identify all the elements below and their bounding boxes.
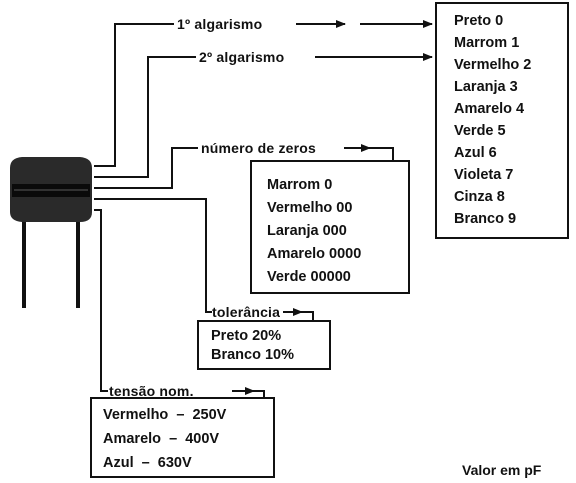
table-row: Vermelho – 250V: [103, 407, 227, 423]
unit-note: Valor em pF: [462, 462, 542, 478]
first-digit-line: [94, 23, 174, 167]
table-row: Violeta 7: [454, 167, 514, 183]
multiplier-table: Marrom 0 Vermelho 00 Laranja 000 Amarelo…: [250, 160, 410, 294]
first-digit-label: 1º algarismo: [177, 16, 263, 32]
tolerance-label: tolerância: [212, 304, 281, 320]
table-row: Vermelho 2: [454, 57, 532, 73]
voltage-table: Vermelho – 250V Amarelo – 400V Azul – 63…: [90, 397, 275, 478]
table-row: Azul – 630V: [103, 455, 192, 471]
multiplier-label: número de zeros: [201, 140, 317, 156]
table-row: Preto 20%: [211, 328, 282, 344]
voltage-line: [94, 209, 108, 392]
tolerance-table: Preto 20% Branco 10%: [197, 320, 331, 370]
table-row: Branco 9: [454, 211, 517, 227]
table-row: Marrom 0: [267, 177, 333, 193]
table-row: Branco 10%: [211, 347, 295, 363]
table-row: Marrom 1: [454, 35, 520, 51]
table-row: Amarelo – 400V: [103, 431, 220, 447]
table-row: Laranja 000: [267, 223, 347, 239]
table-row: Azul 6: [454, 145, 497, 161]
table-row: Amarelo 0000: [267, 246, 362, 262]
second-digit-line: [94, 56, 196, 178]
table-row: Amarelo 4: [454, 101, 525, 117]
second-digit-label: 2º algarismo: [199, 49, 285, 65]
table-row: Cinza 8: [454, 189, 505, 205]
table-row: Laranja 3: [454, 79, 518, 95]
capacitor-icon: [10, 157, 92, 308]
digit-color-table: Preto 0 Marrom 1 Vermelho 2 Laranja 3 Am…: [435, 2, 569, 239]
table-row: Verde 5: [454, 123, 506, 139]
tolerance-line: [94, 198, 212, 313]
table-row: Vermelho 00: [267, 200, 353, 216]
table-row: Preto 0: [454, 13, 504, 29]
voltage-label: tensão nom.: [109, 383, 194, 399]
multiplier-line: [94, 147, 198, 189]
table-row: Verde 00000: [267, 269, 351, 285]
